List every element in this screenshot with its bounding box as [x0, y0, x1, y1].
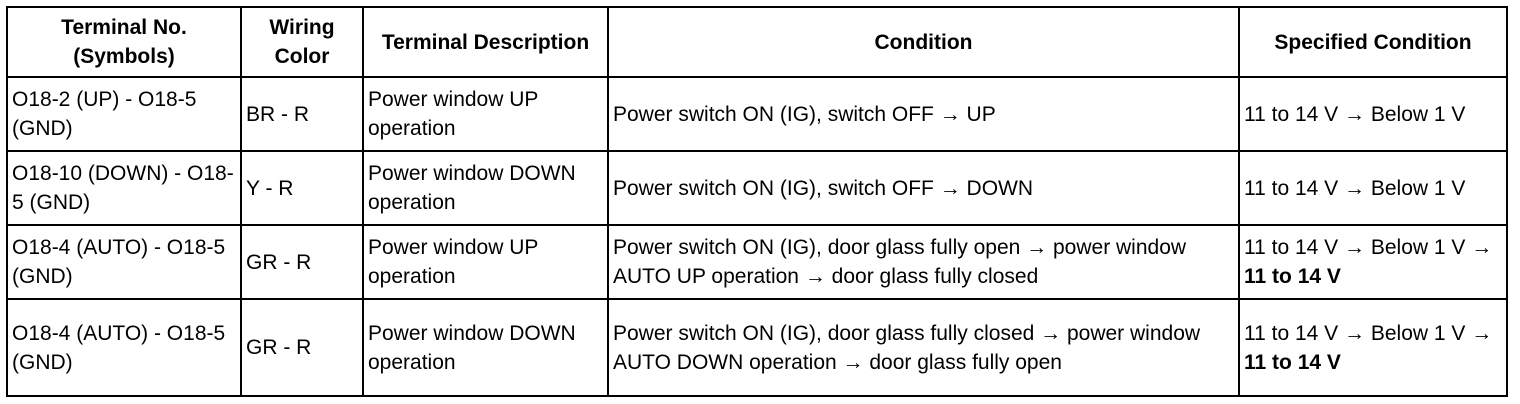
cell-wiring-color: GR - R	[240, 224, 364, 300]
header-condition: Condition	[607, 6, 1240, 78]
terminal-table-container: Terminal No. (Symbols) Wiring Color Term…	[6, 6, 1508, 397]
cell-specified-condition: 11 to 14 V → Below 1 V	[1238, 150, 1508, 226]
cell-terminal: O18-2 (UP) - O18-5 (GND)	[6, 76, 242, 152]
cell-condition: Power switch ON (IG), door glass fully c…	[607, 298, 1240, 397]
specified-text: 11 to 14 V → Below 1 V →	[1244, 321, 1493, 345]
cell-condition: Power switch ON (IG), switch OFF → DOWN	[607, 150, 1240, 226]
specified-text: 11 to 14 V → Below 1 V	[1244, 102, 1466, 126]
header-terminal-description: Terminal Description	[362, 6, 609, 78]
table-header-row: Terminal No. (Symbols) Wiring Color Term…	[6, 6, 1508, 78]
cell-description: Power window DOWN operation	[362, 150, 609, 226]
header-specified-condition: Specified Condition	[1238, 6, 1508, 78]
cell-wiring-color: GR - R	[240, 298, 364, 397]
specified-text: 11 to 14 V → Below 1 V	[1244, 176, 1466, 200]
cell-wiring-color: Y - R	[240, 150, 364, 226]
cell-condition: Power switch ON (IG), door glass fully o…	[607, 224, 1240, 300]
table-row: O18-2 (UP) - O18-5 (GND) BR - R Power wi…	[6, 76, 1508, 152]
specified-text-bold: 11 to 14 V	[1244, 350, 1341, 374]
cell-specified-condition: 11 to 14 V → Below 1 V → 11 to 14 V	[1238, 298, 1508, 397]
cell-terminal: O18-10 (DOWN) - O18-5 (GND)	[6, 150, 242, 226]
specified-text: 11 to 14 V → Below 1 V →	[1244, 236, 1493, 259]
table-row: O18-4 (AUTO) - O18-5 (GND) GR - R Power …	[6, 224, 1508, 300]
cell-terminal: O18-4 (AUTO) - O18-5 (GND)	[6, 298, 242, 397]
terminal-table: Terminal No. (Symbols) Wiring Color Term…	[6, 6, 1508, 397]
cell-specified-condition: 11 to 14 V → Below 1 V → 11 to 14 V	[1238, 224, 1508, 300]
cell-specified-condition: 11 to 14 V → Below 1 V	[1238, 76, 1508, 152]
header-terminal-no: Terminal No. (Symbols)	[6, 6, 242, 78]
table-row: O18-10 (DOWN) - O18-5 (GND) Y - R Power …	[6, 150, 1508, 226]
table-row: O18-4 (AUTO) - O18-5 (GND) GR - R Power …	[6, 298, 1508, 397]
cell-description: Power window UP operation	[362, 76, 609, 152]
header-wiring-color: Wiring Color	[240, 6, 364, 78]
cell-description: Power window DOWN operation	[362, 298, 609, 397]
cell-wiring-color: BR - R	[240, 76, 364, 152]
specified-text-bold: 11 to 14 V	[1244, 265, 1341, 288]
cell-description: Power window UP operation	[362, 224, 609, 300]
cell-condition: Power switch ON (IG), switch OFF → UP	[607, 76, 1240, 152]
cell-terminal: O18-4 (AUTO) - O18-5 (GND)	[6, 224, 242, 300]
